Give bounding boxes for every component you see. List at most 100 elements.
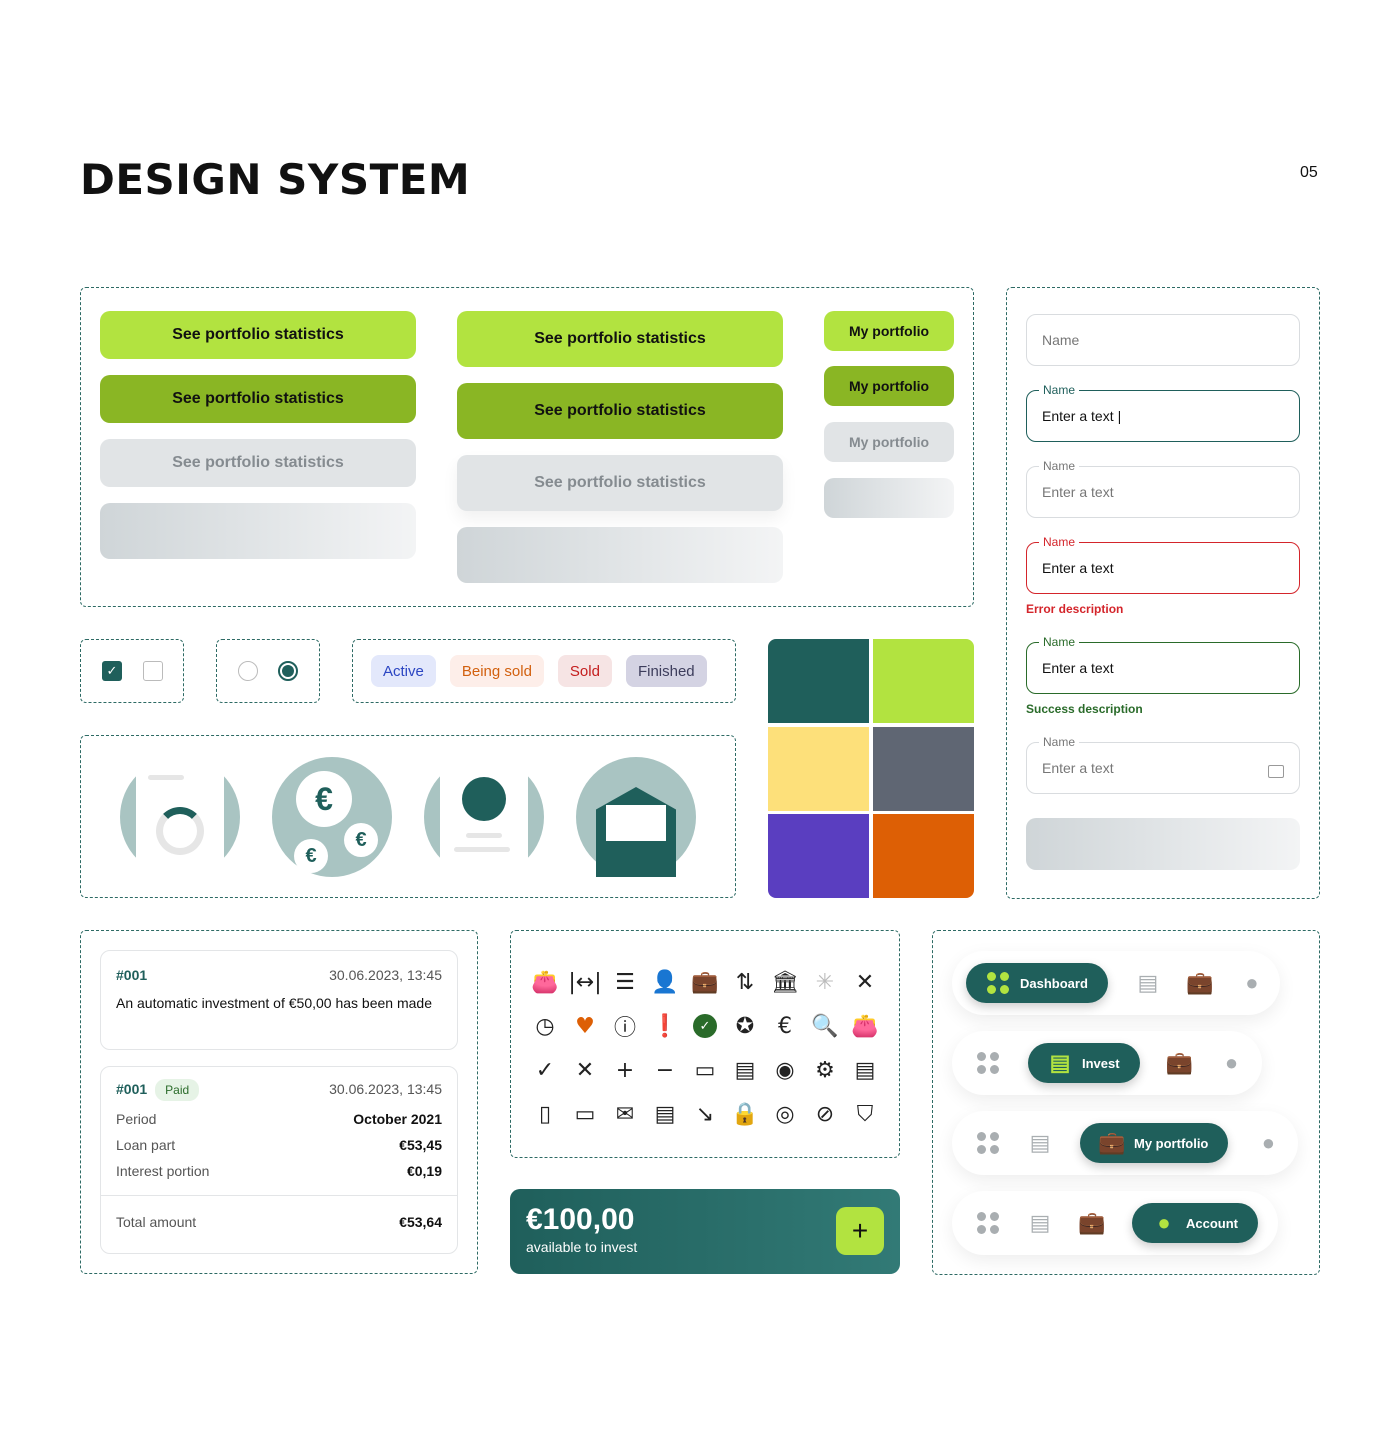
nav-item-my-portfolio[interactable]: 💼My portfolio — [1080, 1123, 1229, 1163]
atm-euro-icon: € — [778, 1013, 792, 1039]
nav-label: Account — [1186, 1215, 1238, 1231]
payment-id: #001 — [116, 1081, 148, 1097]
page-number: 05 — [1300, 164, 1318, 181]
account-icon[interactable]: ● — [1261, 1130, 1276, 1155]
align-icon: ☰ — [615, 969, 635, 995]
lock-icon: 🔒 — [731, 1101, 759, 1127]
heart-icon: ♥ — [575, 1013, 595, 1039]
radio-section — [216, 639, 320, 703]
x-icon: ✕ — [575, 1057, 595, 1083]
nav-item-dashboard[interactable]: Dashboard — [966, 963, 1108, 1003]
interest-label: Interest portion — [116, 1163, 210, 1179]
user-icon: 👤 — [651, 969, 679, 995]
loading-icon: ✳ — [815, 969, 835, 995]
period-label: Period — [116, 1111, 157, 1127]
primary-button[interactable]: See portfolio statistics — [100, 311, 416, 359]
nav-bar-portfolio: ▤ 💼My portfolio ● — [952, 1111, 1298, 1175]
dashboard-icon[interactable] — [976, 1211, 1000, 1235]
invest-icon[interactable]: ▤ — [1137, 970, 1159, 995]
calendar-icon: ▭ — [574, 1101, 596, 1127]
dashboard-icon[interactable] — [976, 1051, 1000, 1075]
check-icon: ✓ — [535, 1057, 555, 1083]
large-button-pressed[interactable]: See portfolio statistics — [457, 383, 783, 439]
nav-label: My portfolio — [1134, 1135, 1209, 1151]
nav-bar-invest: ▤Invest 💼 ● — [952, 1031, 1262, 1095]
illustration-euro-coins: € € € — [272, 757, 392, 877]
briefcase-icon: 💼 — [691, 969, 719, 995]
dashboard-icon[interactable] — [976, 1131, 1000, 1155]
status-badge-being-sold: Being sold — [449, 655, 544, 687]
wallet-2-icon: 👛 — [851, 1013, 879, 1039]
checkbox-checked[interactable]: ✓ — [102, 661, 122, 681]
color-swatch-yellow — [768, 727, 869, 811]
shield-check-icon: ⛉ — [856, 1101, 874, 1127]
loan-part-value: €53,45 — [399, 1137, 442, 1153]
error-description: Error description — [1026, 602, 1124, 616]
checkbox-unchecked[interactable] — [143, 661, 163, 681]
mail-icon: ✉ — [615, 1101, 635, 1127]
navigation-section — [932, 930, 1320, 1275]
nav-label: Invest — [1082, 1055, 1120, 1071]
small-button-pressed[interactable]: My portfolio — [824, 366, 954, 406]
illustration-cancelled-document — [120, 757, 240, 877]
large-button[interactable]: See portfolio statistics — [457, 311, 783, 367]
comment-icon: ▤ — [854, 1057, 876, 1083]
phone-icon: ▯ — [538, 1101, 552, 1127]
paid-badge: Paid — [155, 1079, 200, 1101]
payment-date: 30.06.2023, 13:45 — [329, 1081, 442, 1097]
lock-icon — [1268, 764, 1284, 778]
small-button[interactable]: My portfolio — [824, 311, 954, 351]
calendar-small-icon: ▭ — [694, 1057, 716, 1083]
input-label: Name — [1039, 635, 1080, 649]
loan-part-label: Loan part — [116, 1137, 176, 1153]
invest-icon[interactable]: ▤ — [1029, 1130, 1051, 1155]
radio-selected[interactable] — [278, 661, 298, 681]
document-icon: ▤ — [654, 1101, 676, 1127]
width-icon: |↔| — [568, 969, 602, 995]
buttons-section — [80, 287, 974, 607]
nav-item-account[interactable]: ● Account — [1132, 1203, 1258, 1243]
input-label: Name — [1039, 535, 1080, 549]
color-swatch-purple — [768, 814, 869, 898]
briefcase-icon[interactable]: 💼 — [1165, 1050, 1194, 1075]
nav-bar-account: ▤ 💼 ● Account — [952, 1191, 1278, 1255]
sort-icon: ⇅ — [735, 969, 755, 995]
nav-bar-dashboard: Dashboard ▤ 💼 ● — [952, 951, 1280, 1015]
input-placeholder: Name — [1042, 332, 1080, 348]
badges-section — [352, 639, 736, 703]
badge-star-icon: ✪ — [735, 1013, 755, 1039]
checkbox-section — [80, 639, 184, 703]
primary-button-disabled: See portfolio statistics — [100, 439, 416, 487]
invest-icon[interactable]: ▤ — [1029, 1210, 1051, 1235]
balance-amount: €100,00 — [526, 1203, 635, 1236]
input-value: Enter a text — [1042, 408, 1114, 424]
eye-off-icon: ⊘ — [815, 1101, 835, 1127]
search-check-icon: 🔍 — [811, 1013, 839, 1039]
large-button-skeleton — [457, 527, 783, 583]
color-palette — [768, 639, 974, 898]
add-funds-button[interactable]: + — [836, 1207, 884, 1255]
eye-euro-icon: ◉ — [775, 1057, 795, 1083]
nav-label: Dashboard — [1020, 975, 1088, 991]
illustration-profile-card — [424, 757, 544, 877]
large-button-disabled: See portfolio statistics — [457, 455, 783, 511]
briefcase-icon[interactable]: 💼 — [1186, 970, 1214, 995]
notification-date: 30.06.2023, 13:45 — [329, 967, 442, 983]
primary-button-pressed[interactable]: See portfolio statistics — [100, 375, 416, 423]
radio-unselected[interactable] — [238, 661, 258, 681]
account-icon[interactable]: ● — [1224, 1050, 1239, 1075]
notification-text: An automatic investment of €50,00 has be… — [116, 995, 432, 1011]
wallet-icon: 👛 — [531, 969, 559, 995]
gear-icon: ⚙ — [815, 1057, 835, 1083]
name-input-empty[interactable]: Name — [1026, 314, 1300, 366]
nav-item-invest[interactable]: ▤Invest — [1028, 1043, 1140, 1083]
account-icon[interactable]: ● — [1245, 970, 1259, 995]
briefcase-icon[interactable]: 💼 — [1078, 1210, 1106, 1235]
account-icon: ● — [1157, 1210, 1171, 1235]
input-value: Enter a text — [1042, 660, 1114, 676]
